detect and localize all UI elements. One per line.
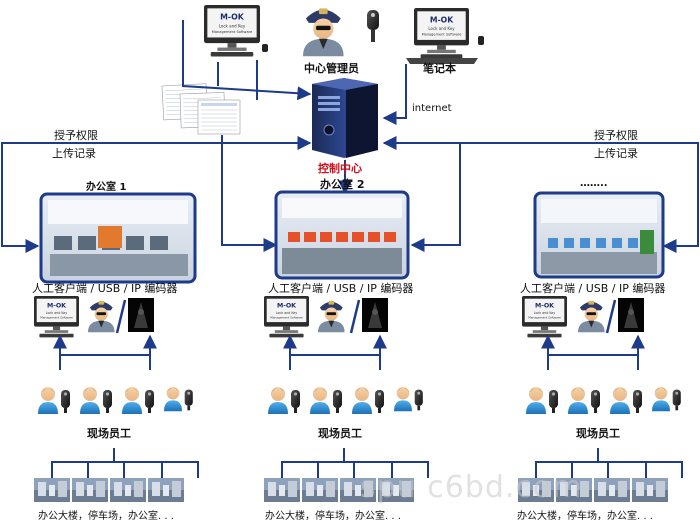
staff-label-2: 现场员工	[318, 427, 362, 440]
places-label-1: 办公大楼，停车场，办公室. . .	[38, 511, 174, 522]
server-icon	[312, 78, 378, 158]
watermark: spu c6bd.com	[360, 470, 583, 505]
office-1-photo	[39, 192, 197, 284]
workers-group-3	[526, 386, 681, 414]
places-label-3: 办公大楼，停车场，办公室. . .	[517, 511, 653, 522]
encoder-label-2: 人工客户端 / USB / IP 编码器	[268, 282, 414, 295]
client-station-3	[522, 296, 644, 338]
connector-lines	[1, 20, 699, 253]
site-photos-1	[34, 478, 184, 502]
grant-permission-right: 授予权限	[594, 129, 638, 142]
records-documents-icon	[161, 83, 241, 135]
admin-guard	[303, 8, 344, 57]
office-3-photo	[533, 191, 665, 279]
client-station-1	[34, 296, 154, 338]
internet-label: internet	[412, 103, 452, 114]
office-3-label: ……..	[580, 178, 608, 189]
admin-label: 中心管理员	[304, 62, 359, 75]
encoder-label-1: 人工客户端 / USB / IP 编码器	[32, 282, 178, 295]
office-1-label: 办公室 1	[86, 182, 127, 193]
places-label-2: 办公大楼，停车场，办公室. . .	[265, 511, 401, 522]
control-center-label: 控制中心	[318, 162, 362, 175]
upload-records-left: 上传记录	[52, 147, 96, 160]
bracket-arrows	[51, 334, 683, 478]
grant-permission-left: 授予权限	[54, 129, 98, 142]
upload-records-right: 上传记录	[594, 147, 638, 160]
office-2-label: 办公室 2	[320, 178, 365, 191]
encoder-label-3: 人工客户端 / USB / IP 编码器	[520, 282, 666, 295]
workers-group-2	[268, 386, 423, 414]
laptop-icon	[406, 8, 484, 64]
office-2-photo	[274, 190, 410, 280]
workers-group-1	[38, 386, 193, 414]
staff-label-1: 现场员工	[87, 427, 131, 440]
laptop-label: 笔记本	[423, 62, 456, 75]
client-station-2	[264, 296, 388, 338]
key-fob-icon	[367, 10, 379, 42]
staff-label-3: 现场员工	[576, 427, 620, 440]
admin-workstation	[204, 5, 268, 57]
